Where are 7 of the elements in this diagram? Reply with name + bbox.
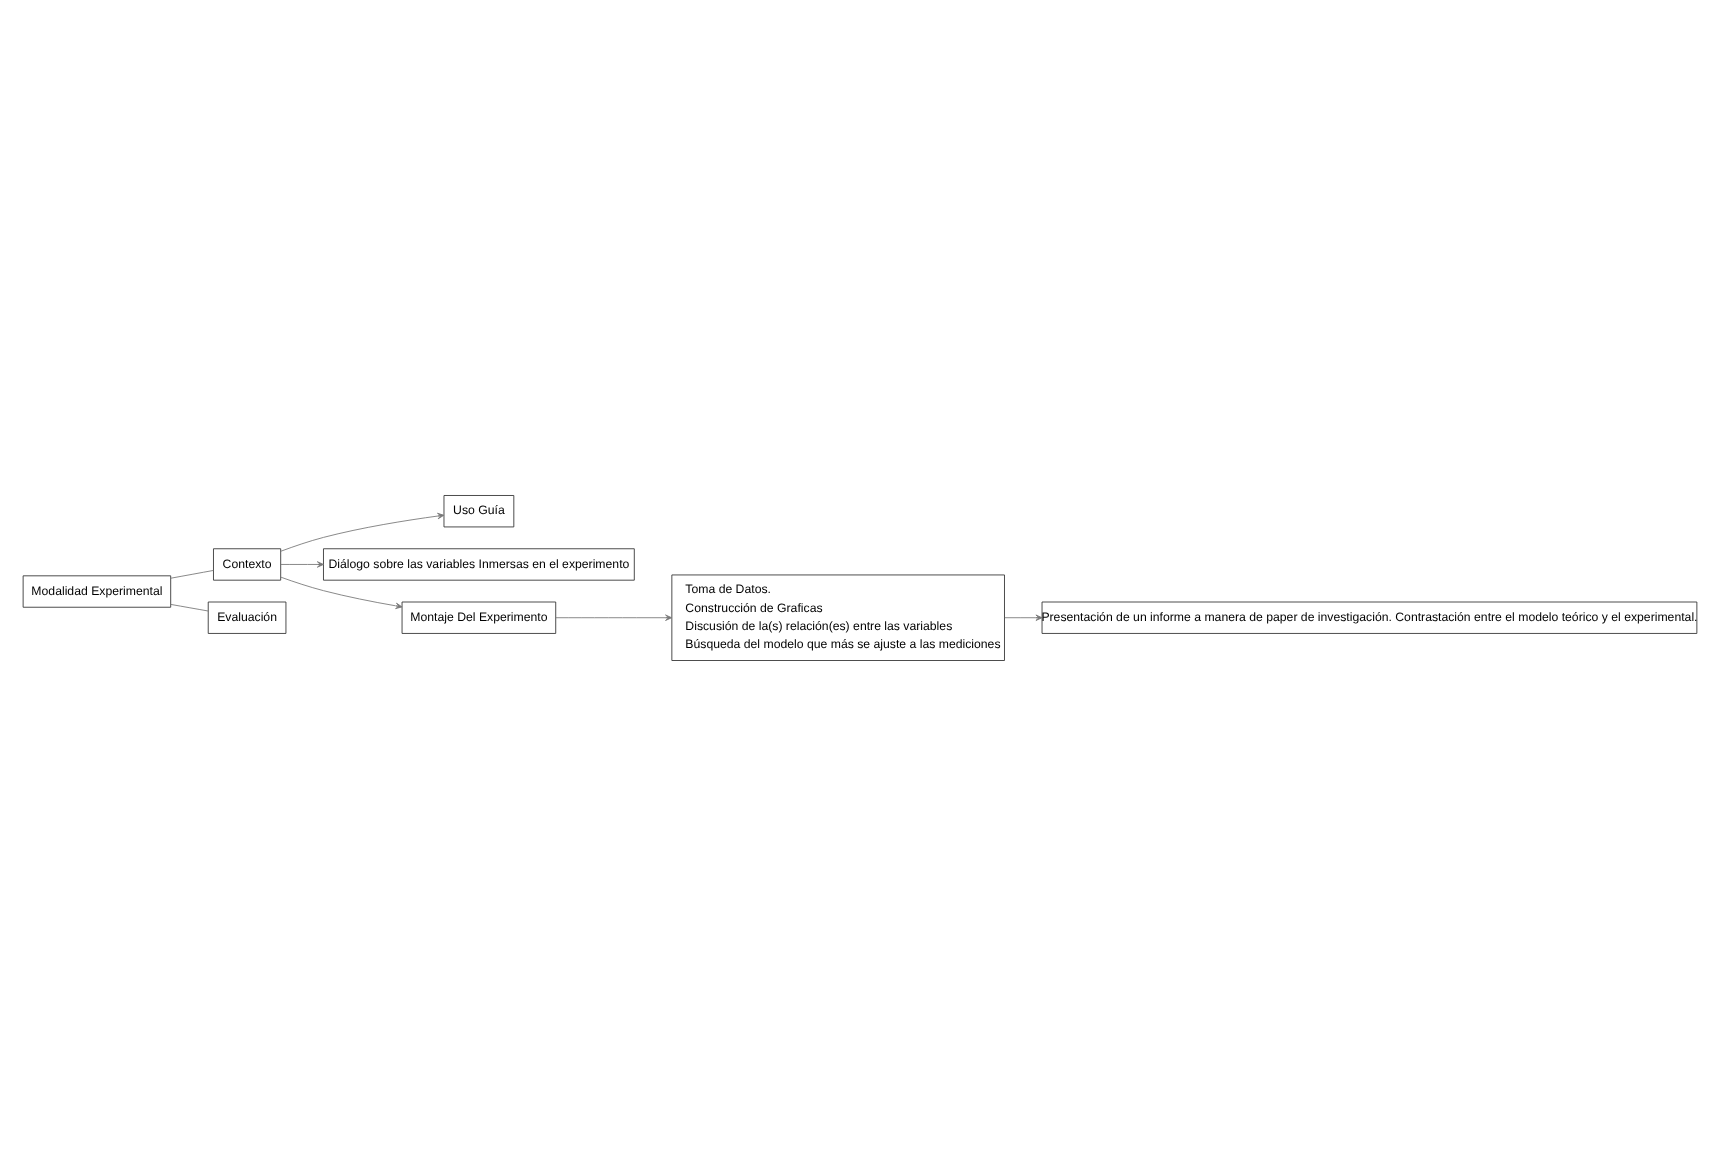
arrow: [280, 561, 324, 568]
arrow: [280, 512, 445, 552]
arrow: [280, 576, 403, 610]
arrow: [555, 614, 673, 621]
connector: [170, 570, 214, 579]
arrow: [1004, 614, 1043, 621]
connector: [170, 603, 209, 612]
